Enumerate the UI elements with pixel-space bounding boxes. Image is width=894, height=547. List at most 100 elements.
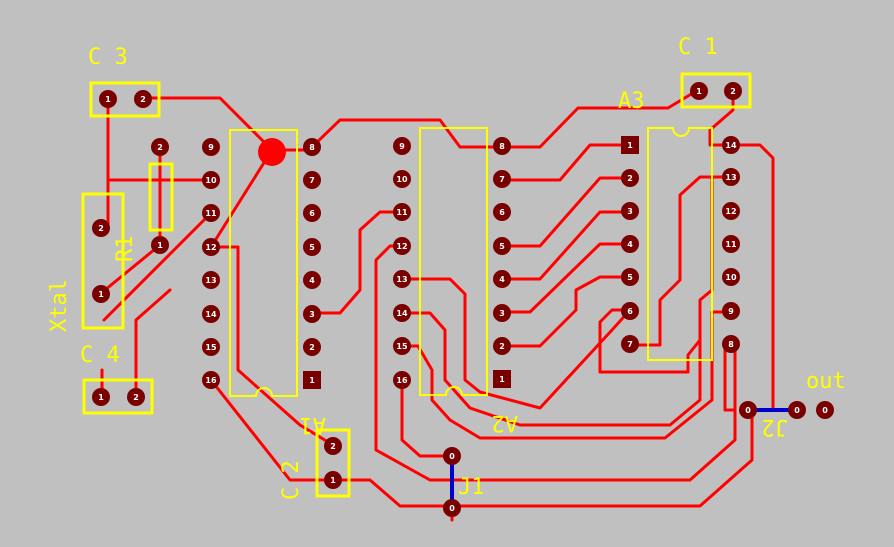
pad-a3_left-1: 2 <box>621 169 639 187</box>
pad-shape <box>393 137 411 155</box>
trace <box>310 210 404 315</box>
label-c2: C 2 <box>279 460 304 500</box>
pad-a1_right-0: 8 <box>303 138 321 156</box>
a1-outline <box>229 129 298 397</box>
label-out: out <box>806 369 846 394</box>
pad-a3_left-5: 6 <box>621 302 639 320</box>
pad-shape <box>303 338 321 356</box>
pad-label: 2 <box>627 174 633 183</box>
pad-shape <box>202 238 220 256</box>
pad-shape <box>92 219 110 237</box>
pad-label: 12 <box>205 243 216 252</box>
pad-shape <box>393 170 411 188</box>
label-c3: C 3 <box>88 45 128 70</box>
pad-shape <box>303 371 321 389</box>
pad-c3-0: 1 <box>99 90 117 108</box>
pad-a1_left-1: 10 <box>202 171 220 189</box>
c2-outline <box>315 428 351 498</box>
ic-outlines <box>229 127 713 397</box>
trace <box>500 143 632 182</box>
pad-label: 13 <box>205 276 216 285</box>
pad-xtal-1: 1 <box>92 285 110 303</box>
pad-label: 4 <box>627 240 633 249</box>
pad-c1-0: 1 <box>690 82 708 100</box>
pad-shape <box>92 388 110 406</box>
pad-a2_left-5: 14 <box>393 304 411 322</box>
pad-label: 2 <box>499 342 505 351</box>
pad-a3_left-2: 3 <box>621 202 639 220</box>
pad-shape <box>92 285 110 303</box>
pad-shape <box>303 171 321 189</box>
pad-label: 9 <box>399 142 405 151</box>
pad-label: 1 <box>98 393 104 402</box>
pad-shape <box>202 171 220 189</box>
pad-a3_right-6: 8 <box>722 335 740 353</box>
pad-xtal-0: 2 <box>92 219 110 237</box>
pad-shape <box>443 447 461 465</box>
label-r1: R1 <box>113 236 138 263</box>
pad-label: 2 <box>140 95 146 104</box>
pad-r1-1: 1 <box>151 236 169 254</box>
trace <box>500 275 632 348</box>
pad-shape <box>493 203 511 221</box>
pad-label: 2 <box>309 343 315 352</box>
pad-a2_right-5: 3 <box>493 304 511 322</box>
pad-label: 10 <box>725 273 737 282</box>
pad-shape <box>621 202 639 220</box>
pad-a3_left-4: 5 <box>621 268 639 286</box>
pad-label: 16 <box>396 376 408 385</box>
pad-shape <box>324 471 342 489</box>
pad-label: 3 <box>627 207 633 216</box>
pad-label: 4 <box>309 276 315 285</box>
pad-j2-2: 0 <box>816 401 834 419</box>
pad-shape <box>202 204 220 222</box>
pad-shape <box>722 335 740 353</box>
pad-label: 6 <box>627 307 633 316</box>
pad-label: 14 <box>205 310 217 319</box>
pad-label: 10 <box>396 175 408 184</box>
pad-a2_left-6: 15 <box>393 337 411 355</box>
pad-a1_left-6: 15 <box>202 338 220 356</box>
pad-label: 5 <box>309 243 315 252</box>
pad-label: 1 <box>330 476 336 485</box>
label-c1: C 1 <box>678 35 718 60</box>
pad-a2_left-2: 11 <box>393 203 411 221</box>
pad-label: 7 <box>309 176 315 185</box>
trace <box>723 343 737 412</box>
pad-shape <box>393 270 411 288</box>
c4-outline <box>82 378 154 415</box>
pad-shape <box>722 168 740 186</box>
pad-shape <box>393 304 411 322</box>
pad-a1_right-7: 1 <box>303 371 321 389</box>
trace <box>500 210 632 281</box>
pad-c2-1: 1 <box>324 471 342 489</box>
pad-label: 1 <box>157 241 163 250</box>
pad-shape <box>202 371 220 389</box>
pad-shape <box>393 237 411 255</box>
pad-a3_right-5: 9 <box>722 302 740 320</box>
pad-c4-1: 2 <box>127 388 145 406</box>
trace <box>500 88 700 149</box>
pad-shape <box>493 137 511 155</box>
pad-shape <box>722 202 740 220</box>
trace <box>209 378 335 482</box>
trace <box>209 148 274 249</box>
pad-label: 2 <box>98 224 104 233</box>
pad-a1_right-1: 7 <box>303 171 321 189</box>
pad-shape <box>393 371 411 389</box>
pad-label: 13 <box>396 275 407 284</box>
pad-shape <box>393 203 411 221</box>
label-xtal: Xtal <box>47 279 72 332</box>
label-a3: A3 <box>618 89 645 114</box>
pad-shape <box>722 268 740 286</box>
pad-shape <box>621 136 639 154</box>
pad-label: 1 <box>696 87 702 96</box>
pad-shape <box>621 268 639 286</box>
pad-a1_right-5: 3 <box>303 305 321 323</box>
pad-shape <box>621 235 639 253</box>
pad-label: 6 <box>499 208 505 217</box>
pad-a2_right-0: 8 <box>493 137 511 155</box>
pad-shape <box>393 337 411 355</box>
pad-label: 2 <box>730 87 736 96</box>
